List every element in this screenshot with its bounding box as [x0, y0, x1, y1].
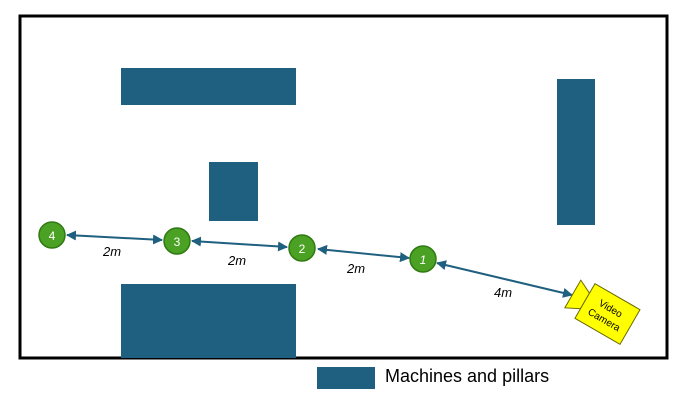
machine-bottom-left: [121, 284, 296, 358]
position-node-1-label: 1: [420, 253, 427, 267]
arrow-1-to-2: [317, 244, 410, 263]
machine-center-small: [209, 162, 258, 221]
arrow-2-to-3: [191, 236, 288, 252]
position-node-3: 3: [163, 227, 191, 255]
video-camera-icon: Video Camera: [563, 279, 641, 346]
pillar-right: [557, 79, 595, 225]
legend-label: Machines and pillars: [385, 366, 550, 386]
position-node-2: 2: [288, 234, 316, 262]
legend-swatch: [317, 367, 375, 389]
position-node-2-label: 2: [299, 242, 306, 256]
position-node-3-label: 3: [174, 235, 181, 249]
arrow-camera-to-1: [436, 260, 573, 298]
position-node-4-label: 4: [49, 229, 56, 243]
position-node-4: 4: [38, 221, 66, 249]
camera-body: [574, 282, 641, 346]
distance-label-1-2: 2m: [346, 261, 365, 276]
machine-top-left: [121, 68, 296, 105]
distance-label-2-3: 2m: [227, 253, 246, 268]
room-border: [18, 14, 669, 360]
distance-label-camera-1: 4m: [494, 285, 512, 300]
arrow-3-to-4: [66, 230, 163, 245]
position-node-1: 1: [409, 245, 437, 273]
distance-label-3-4: 2m: [102, 244, 121, 259]
